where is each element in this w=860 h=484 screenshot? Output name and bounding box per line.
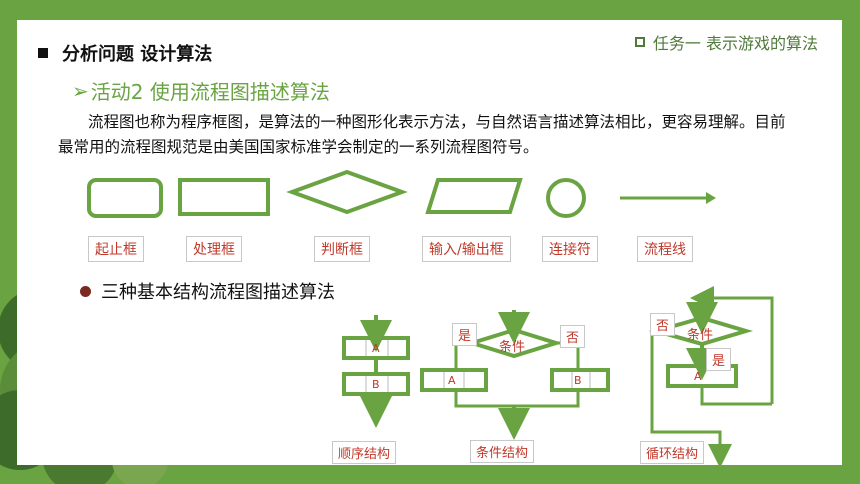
square-icon — [634, 37, 645, 47]
io-shape — [425, 178, 523, 214]
conditional-diagram — [420, 310, 610, 440]
arrow-bullet-icon: ➢ — [72, 78, 89, 103]
conditional-label: 条件结构 — [470, 440, 535, 463]
activity-heading: ➢ 活动2 使用流程图描述算法 — [72, 76, 330, 105]
sequence-diagram — [342, 315, 410, 428]
conditional-no: 否 — [560, 325, 586, 348]
section-title: 分析问题 设计算法 — [62, 44, 213, 65]
symbol-label-terminal: 起止框 — [88, 236, 144, 262]
loop-label: 循环结构 — [640, 441, 705, 464]
symbol-label-connector: 连接符 — [542, 236, 598, 262]
task-breadcrumb: 任务一 表示游戏的算法 — [634, 30, 818, 54]
arrowhead-icon — [706, 192, 716, 204]
connector-shape — [546, 178, 586, 218]
symbol-label-io: 输入/输出框 — [422, 236, 511, 262]
loop-yes: 是 — [706, 348, 732, 371]
activity-title: 活动2 使用流程图描述算法 — [90, 80, 330, 104]
process-shape — [178, 178, 270, 216]
task-title: 任务一 表示游戏的算法 — [652, 34, 818, 53]
conditional-box-a: A — [448, 374, 456, 387]
structures-title: 三种基本结构流程图描述算法 — [101, 282, 335, 303]
decision-shape — [286, 169, 408, 215]
loop-diagram — [648, 286, 774, 468]
sequence-box-b: B — [372, 378, 380, 391]
conditional-box-b: B — [574, 374, 582, 387]
terminal-shape — [87, 178, 163, 218]
structures-heading: 三种基本结构流程图描述算法 — [80, 278, 335, 304]
symbol-label-flowline: 流程线 — [637, 236, 693, 262]
section-heading: 分析问题 设计算法 — [38, 40, 212, 66]
intro-paragraph: 流程图也称为程序框图，是算法的一种图形化表示方法，与自然语言描述算法相比，更容易… — [58, 113, 786, 156]
sequence-box-a: A — [372, 342, 380, 355]
square-bullet-icon — [38, 48, 48, 58]
loop-no: 否 — [650, 313, 676, 336]
symbol-label-decision: 判断框 — [314, 236, 370, 262]
sequence-label: 顺序结构 — [332, 441, 397, 464]
conditional-cond: 条件 — [499, 340, 526, 355]
conditional-yes: 是 — [452, 323, 478, 346]
dot-bullet-icon — [80, 285, 91, 297]
loop-box-a: A — [694, 370, 702, 383]
symbol-label-process: 处理框 — [186, 236, 242, 262]
loop-cond: 条件 — [687, 328, 714, 343]
